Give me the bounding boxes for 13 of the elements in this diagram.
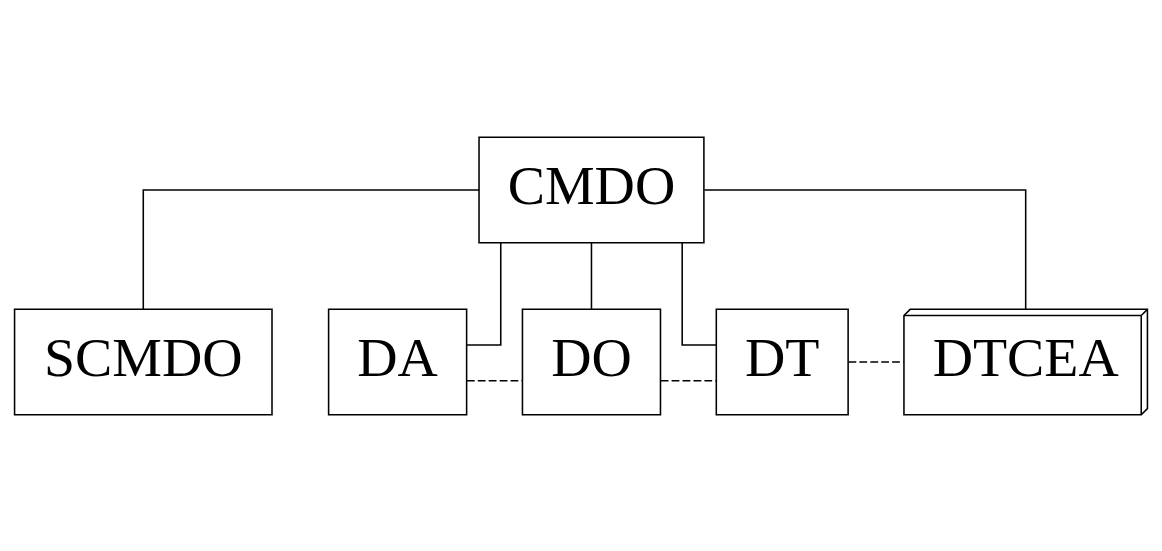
node-box: DA [327,308,468,416]
connector [660,379,717,381]
node-box: DO [521,308,662,416]
connector [590,241,593,310]
connector [466,379,523,381]
node-box: SCMDO [13,308,273,416]
connector [142,188,480,310]
connector [681,241,717,346]
connector [847,360,905,363]
node-box: DT [715,308,849,416]
node-box: CMDO [478,135,705,243]
connector [466,241,502,346]
connector [703,188,1027,310]
